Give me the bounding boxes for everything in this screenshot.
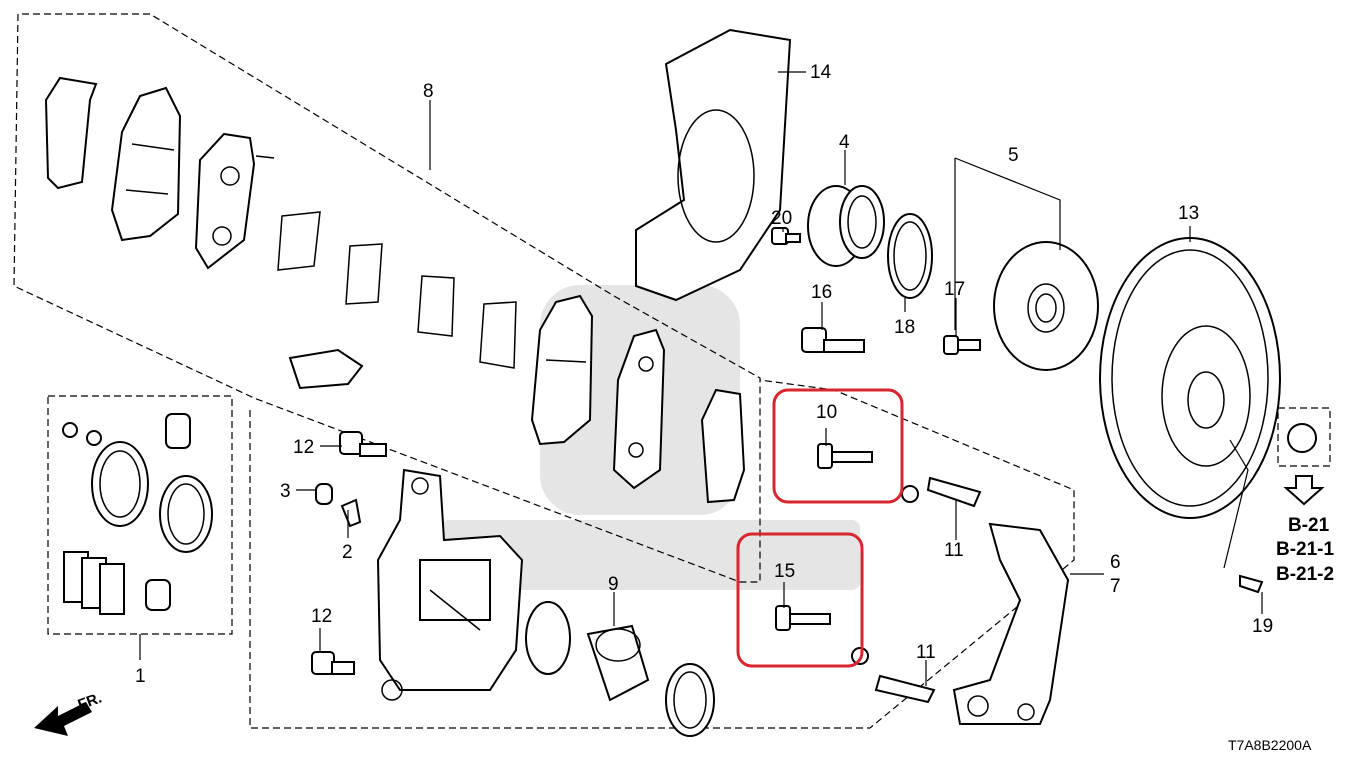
callout-10: 10 [816, 402, 837, 423]
callout-19: 19 [1252, 616, 1273, 637]
caliper-bolts[interactable] [311, 431, 387, 675]
reference-b21-2[interactable]: B-21-2 [1276, 564, 1334, 585]
flange-bolt-16[interactable] [801, 327, 865, 353]
wheel-bearing[interactable] [807, 185, 885, 267]
callout-8: 8 [423, 81, 434, 102]
highlight-box-15 [736, 532, 864, 668]
disc-screw-19[interactable] [1239, 574, 1264, 594]
wheel-hub[interactable] [993, 241, 1099, 371]
callout-5: 5 [1008, 145, 1019, 166]
brake-pad-set[interactable] [44, 76, 746, 504]
brake-disc[interactable] [1099, 237, 1281, 519]
callout-7: 7 [1110, 576, 1121, 597]
callout-3: 3 [280, 481, 291, 502]
callout-14: 14 [810, 62, 832, 83]
guide-pin-10[interactable] [817, 443, 919, 503]
reference-b21[interactable]: B-21 [1288, 515, 1330, 536]
front-direction-label: FR. [76, 690, 105, 714]
reference-b21-1[interactable]: B-21-1 [1276, 539, 1335, 560]
guide-pin-15[interactable] [775, 605, 869, 665]
callout-11-lower: 11 [916, 642, 936, 663]
snap-ring[interactable] [887, 213, 933, 299]
callout-2: 2 [342, 542, 353, 563]
callout-1: 1 [135, 666, 146, 687]
callout-11-upper: 11 [944, 540, 964, 561]
hub-bolt-17[interactable] [943, 335, 981, 355]
bolt-20[interactable] [771, 227, 801, 245]
callout-6: 6 [1110, 552, 1121, 573]
piston[interactable] [525, 601, 715, 737]
front-arrow-icon [34, 702, 92, 736]
callout-16: 16 [811, 282, 832, 303]
callout-12-upper: 12 [293, 437, 314, 458]
callout-17: 17 [944, 279, 965, 300]
callout-4: 4 [839, 132, 850, 153]
callout-13: 13 [1178, 203, 1199, 224]
leader-lines [139, 71, 1263, 686]
pad-clips[interactable] [874, 476, 982, 704]
highlight-box-10 [772, 388, 904, 504]
reference-nut [1277, 407, 1331, 506]
seal-kit[interactable] [62, 413, 213, 615]
callout-12-lower: 12 [311, 606, 332, 627]
diagram-code: T7A8B2200A [1228, 737, 1312, 753]
callout-9: 9 [608, 574, 619, 595]
callout-15: 15 [774, 561, 795, 582]
caliper-bracket[interactable] [952, 522, 1070, 725]
caliper-body[interactable] [376, 468, 524, 701]
callout-18: 18 [894, 317, 915, 338]
callout-20: 20 [771, 208, 792, 229]
splash-shield[interactable] [635, 28, 792, 302]
